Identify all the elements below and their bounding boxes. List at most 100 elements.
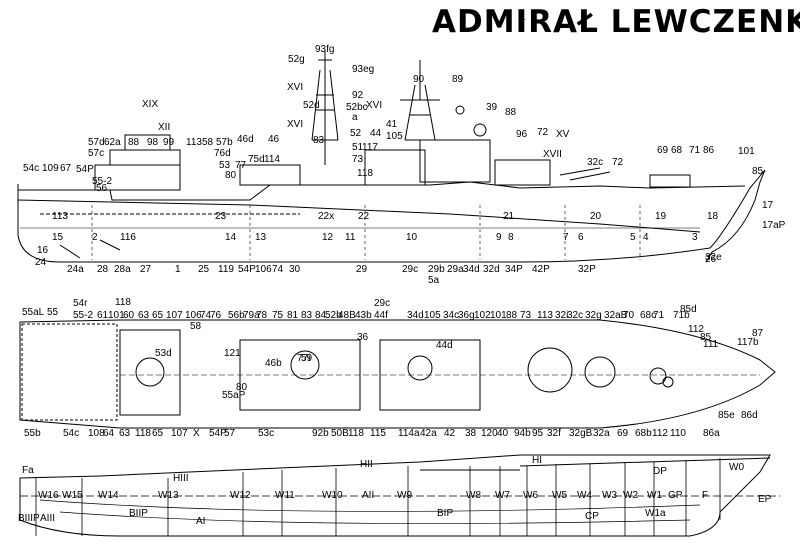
side-label-67: 18	[707, 211, 719, 222]
top-label-11: 106	[185, 310, 202, 321]
lines-label-19: W4	[577, 490, 592, 501]
side-label-57: 71	[689, 145, 701, 156]
top-label-37: 32c	[567, 310, 583, 321]
side-label-2: 93eg	[352, 64, 374, 75]
side-label-84: 15	[52, 232, 64, 243]
hull-outline	[17, 169, 766, 263]
top-label-86: 69	[617, 428, 629, 439]
side-label-106: 42P	[532, 264, 550, 275]
side-label-34: 117	[362, 142, 378, 153]
side-label-49: 77	[235, 160, 247, 171]
side-label-96: 106	[255, 264, 272, 275]
top-label-52: 59	[301, 353, 313, 364]
top-label-69: 57	[224, 428, 236, 439]
side-label-64: 21	[503, 211, 515, 222]
side-label-23: 99	[163, 137, 175, 148]
top-label-17: 78	[256, 310, 268, 321]
lines-label-13: AII	[362, 490, 374, 501]
top-label-32: 101	[490, 310, 507, 321]
top-label-10: 107	[166, 310, 183, 321]
top-label-43: 71b	[673, 310, 690, 321]
side-label-7: 52d	[303, 100, 320, 111]
top-label-82: 95	[532, 428, 544, 439]
side-label-78: 7	[563, 232, 569, 243]
top-label-70: 53c	[258, 428, 274, 439]
top-label-45: 112	[688, 324, 704, 335]
top-label-90: 86a	[703, 428, 720, 439]
side-label-36: 96	[516, 129, 528, 140]
top-label-22: 52b	[325, 310, 342, 321]
top-label-61: 108	[88, 428, 105, 439]
top-label-23: 48B	[338, 310, 356, 321]
side-label-80: 5	[630, 232, 636, 243]
side-label-33: 51	[352, 142, 364, 153]
side-label-107: 32P	[578, 264, 596, 275]
lines-label-0: Fa	[22, 465, 34, 476]
top-label-4: 118	[115, 297, 131, 308]
side-profile-view	[17, 50, 766, 263]
top-label-1: 55	[47, 307, 59, 318]
lines-label-1: HIII	[173, 473, 189, 484]
side-label-56: 68	[671, 145, 683, 156]
side-label-21: 62a	[104, 137, 121, 148]
side-label-31: 46d	[237, 134, 254, 145]
side-label-108: 5a	[428, 275, 440, 286]
top-label-31: 102	[474, 310, 491, 321]
top-label-8: 63	[138, 310, 150, 321]
top-label-57: 80	[236, 382, 248, 393]
top-label-14: 74	[200, 310, 212, 321]
side-label-77: 8	[508, 232, 514, 243]
side-label-90: 27	[140, 264, 152, 275]
side-label-45: 54c	[23, 163, 39, 174]
mid-superstructure	[239, 164, 301, 186]
side-label-98: 30	[289, 264, 301, 275]
side-label-76: 9	[496, 232, 502, 243]
side-label-29: 76d	[214, 148, 231, 159]
top-label-6: 101	[108, 310, 125, 321]
side-label-28: 57c	[88, 148, 104, 159]
top-label-62: 64	[103, 428, 115, 439]
side-label-43: 109	[42, 163, 59, 174]
lines-label-18: W5	[552, 490, 567, 501]
top-label-39: 32aB	[604, 310, 628, 321]
side-label-109: 32e	[705, 252, 722, 263]
side-label-97: 74	[272, 264, 284, 275]
top-label-59: 55b	[24, 428, 41, 439]
top-label-77: 42	[444, 428, 456, 439]
lines-label-30: BIP	[437, 508, 453, 519]
top-label-44: 85d	[680, 304, 697, 315]
top-label-78: 38	[465, 428, 477, 439]
side-label-95: 54P	[238, 264, 256, 275]
lines-label-14: W9	[397, 490, 412, 501]
side-label-9: XVI	[366, 100, 382, 111]
top-label-9: 65	[152, 310, 164, 321]
top-label-65: 65	[152, 428, 164, 439]
side-label-61: 23	[215, 211, 227, 222]
lines-label-5: W0	[729, 462, 744, 473]
lines-label-2: HII	[360, 459, 373, 470]
side-label-88: 28	[97, 264, 109, 275]
side-label-41: 55-2	[92, 176, 112, 187]
side-label-8: 52bc	[346, 102, 368, 113]
side-label-5: 89	[452, 74, 464, 85]
side-label-46: 56	[96, 183, 108, 194]
side-label-102: 29a	[447, 264, 464, 275]
side-label-79: 6	[578, 232, 584, 243]
side-label-50: 75d	[248, 154, 265, 165]
top-label-20: 83	[301, 310, 313, 321]
top-label-47: 85	[700, 332, 712, 343]
side-label-54: 72	[612, 157, 624, 168]
top-label-55: 46b	[265, 358, 282, 369]
side-label-47: 53	[219, 160, 231, 171]
top-label-25: 29c	[374, 298, 390, 309]
side-label-60: 113	[52, 211, 68, 222]
top-label-26: 44f	[374, 310, 388, 321]
top-label-21: 84	[315, 310, 327, 321]
lines-label-31: CP	[585, 511, 599, 522]
lines-label-10: W12	[230, 490, 251, 501]
lines-label-17: W6	[523, 490, 538, 501]
top-label-79: 120	[481, 428, 498, 439]
